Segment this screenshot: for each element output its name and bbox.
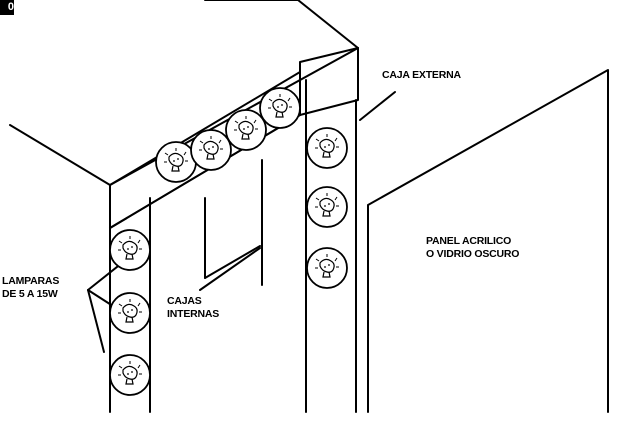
leader-inner-boxes bbox=[199, 247, 261, 291]
label-lamps-line-1: LAMPARAS bbox=[2, 275, 60, 287]
label-inner-boxes-line-2: INTERNAS bbox=[167, 308, 220, 320]
bulb-icon bbox=[109, 229, 151, 271]
bulb-icon bbox=[306, 247, 348, 289]
outer-box-top-left-edge bbox=[9, 124, 111, 186]
bulb-icon bbox=[225, 109, 267, 151]
leader-outer-box bbox=[359, 91, 396, 121]
label-panel-line-1: PANEL ACRILICO bbox=[426, 235, 512, 247]
label-panel-line-2: O VIDRIO OSCURO bbox=[426, 248, 520, 260]
bulb-icon bbox=[306, 186, 348, 228]
label-inner-boxes-line-1: CAJAS bbox=[167, 295, 202, 307]
bulb-icon bbox=[109, 354, 151, 396]
inner-frame-rear-top bbox=[299, 47, 359, 116]
bulb-icon bbox=[259, 87, 301, 129]
leader-lamps-3 bbox=[87, 289, 105, 353]
label-outer-box: CAJA EXTERNA bbox=[382, 69, 461, 81]
figure-tag: 0 bbox=[0, 0, 14, 15]
outer-box-top-back-edge bbox=[204, 0, 359, 49]
bulb-icon bbox=[306, 127, 348, 169]
panel-outline bbox=[367, 69, 609, 413]
bulb-icon bbox=[109, 292, 151, 334]
inner-box-base bbox=[204, 245, 261, 279]
bulb-icon bbox=[190, 129, 232, 171]
bulb-icon bbox=[155, 141, 197, 183]
inner-frame-top bbox=[109, 114, 301, 229]
label-lamps-line-2: DE 5 A 15W bbox=[2, 288, 58, 300]
